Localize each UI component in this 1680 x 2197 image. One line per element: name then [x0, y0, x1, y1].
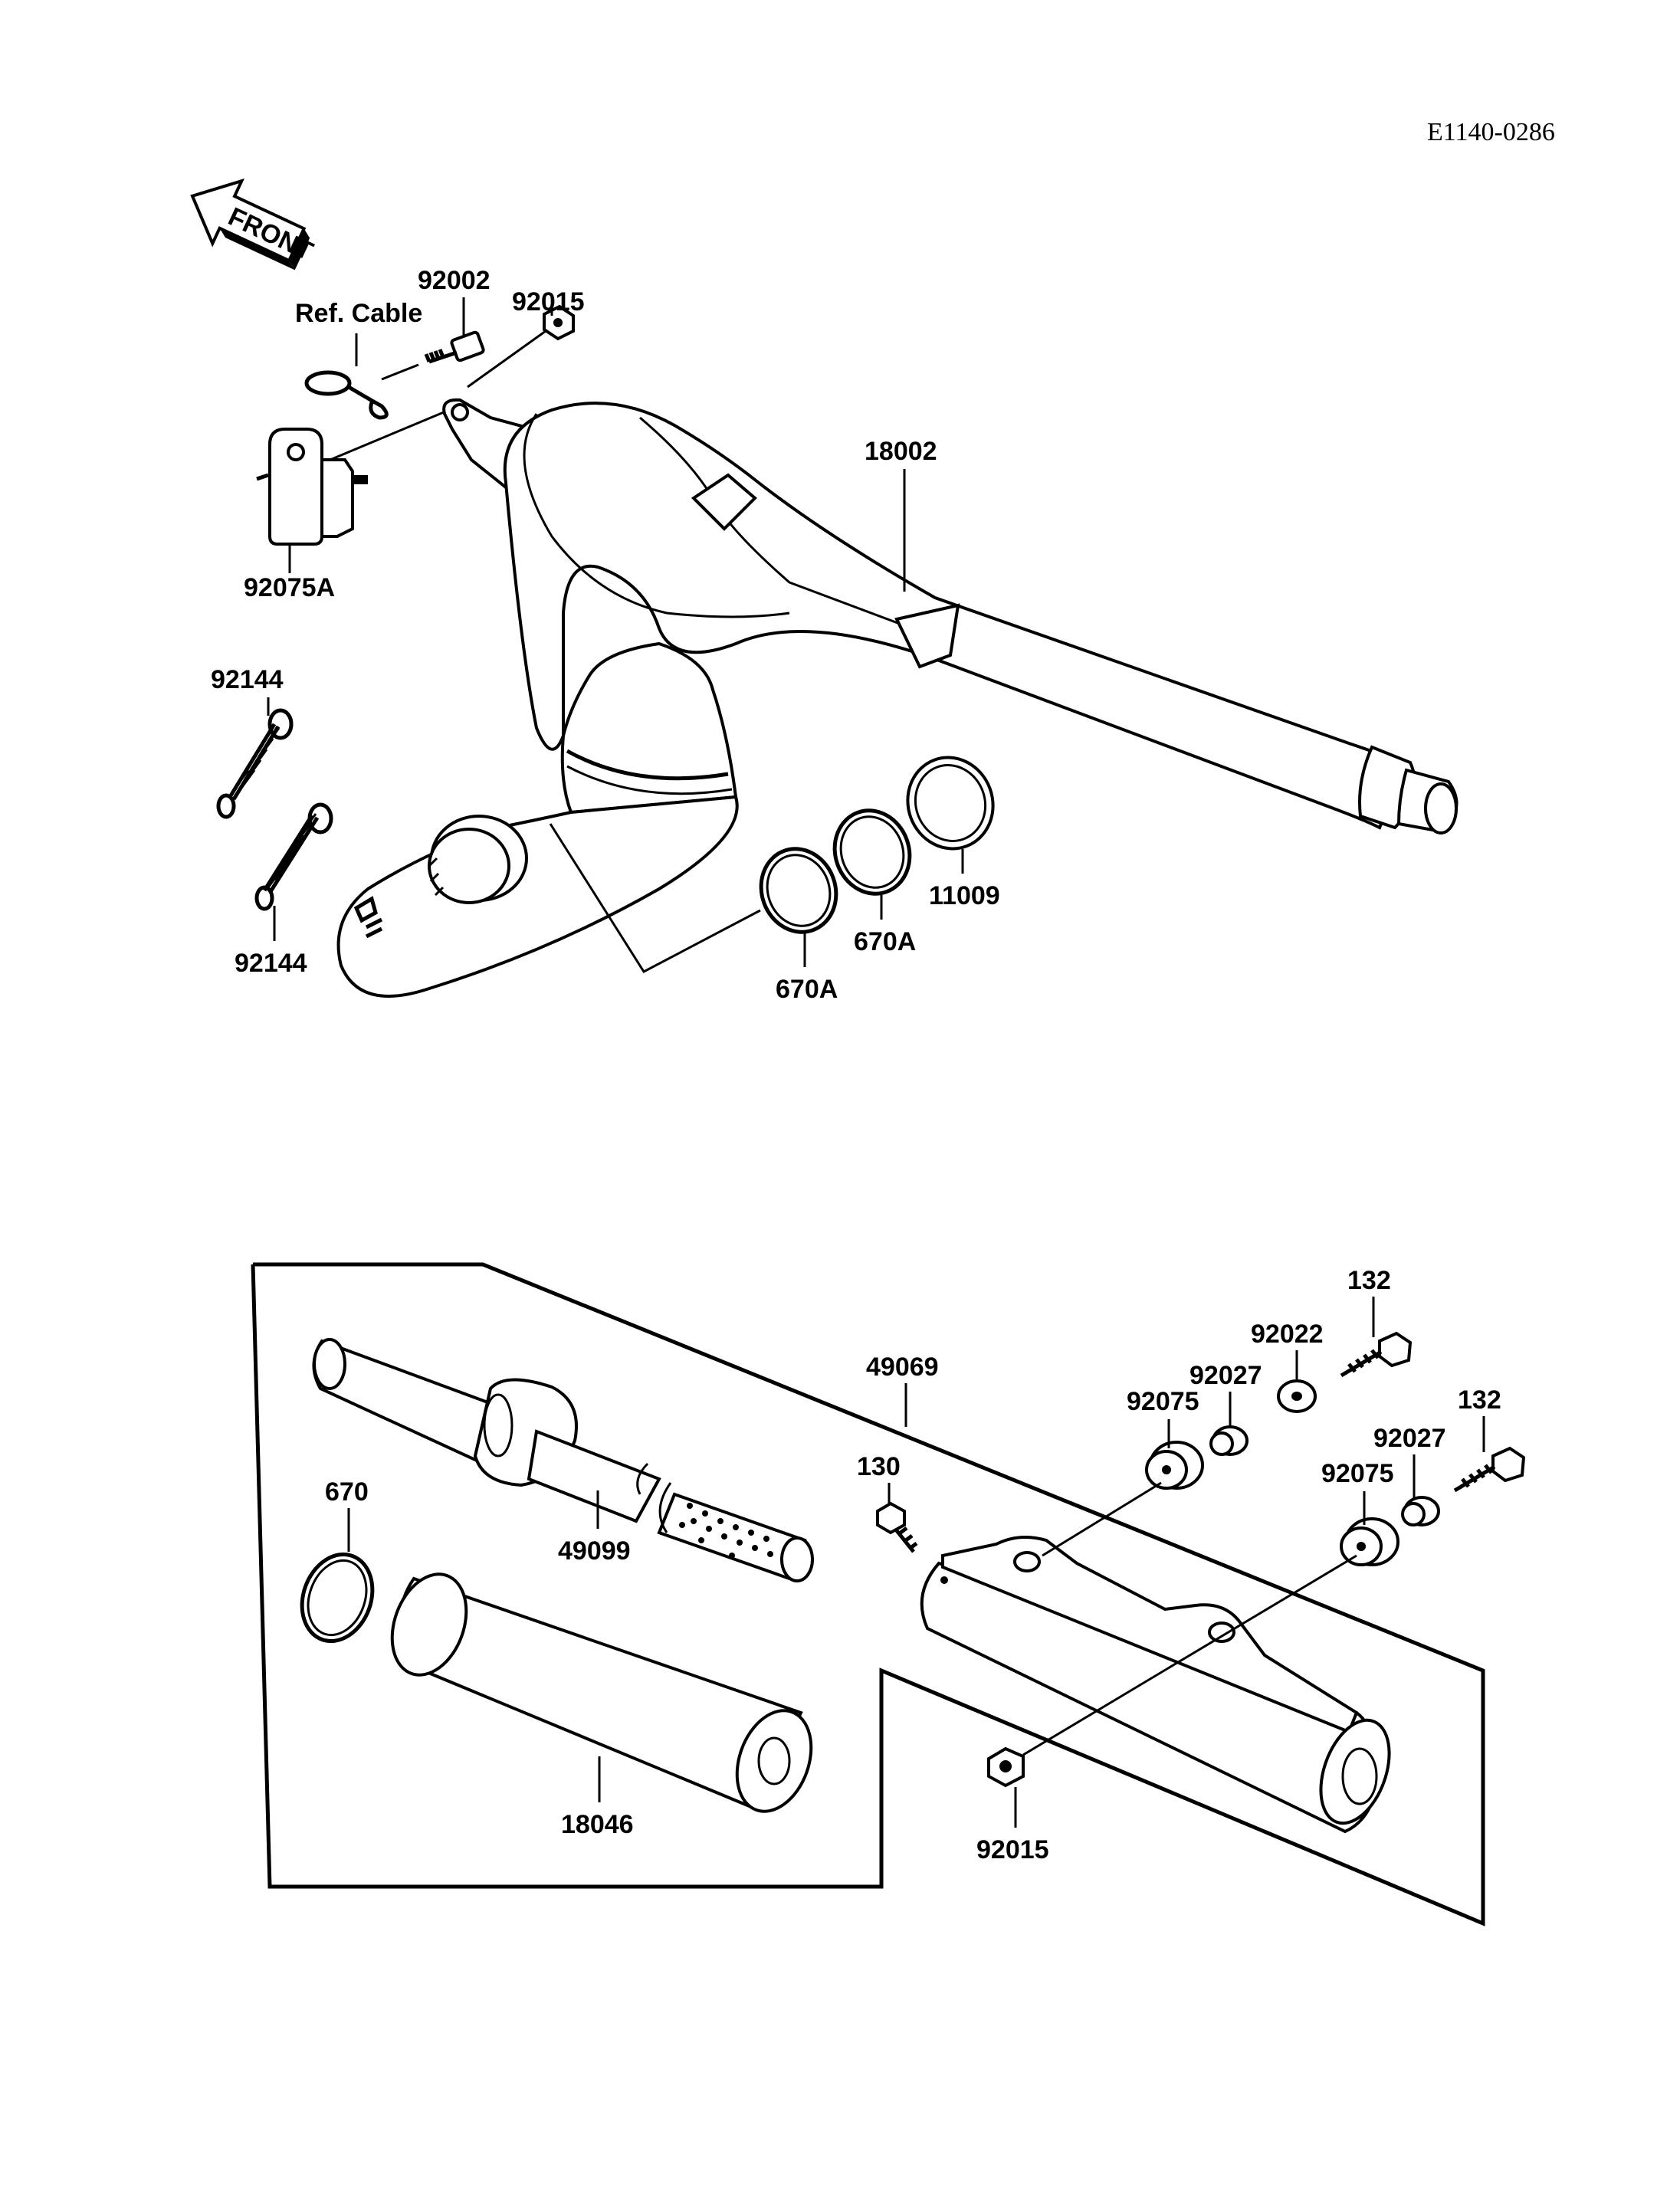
grommet-92075-a-part: [1145, 1441, 1204, 1490]
packing-18046-part: [390, 1572, 813, 1813]
part-label-130: 130: [857, 1452, 901, 1481]
part-label-92002: 92002: [418, 266, 491, 295]
part-label-670A-a: 670A: [776, 975, 838, 1004]
front-arrow-icon: FRONT: [190, 178, 317, 271]
diagram-code: E1140-0286: [1427, 118, 1555, 146]
nut-92015-bottom-part: [987, 1746, 1025, 1788]
part-label-92075-a: 92075: [1127, 1387, 1199, 1416]
washer-92022-part: [1277, 1379, 1317, 1413]
part-label-92144-b: 92144: [235, 949, 307, 978]
part-label-670: 670: [325, 1477, 369, 1507]
silencer-49069-part: [920, 1536, 1391, 1834]
bracket-92075A-part: [256, 428, 368, 546]
cable-clamp-part: [304, 370, 389, 420]
part-label-92015-top: 92015: [512, 287, 585, 316]
ref-cable-label: Ref. Cable: [295, 299, 422, 328]
o-ring-670A-b-part: [832, 808, 912, 896]
expansion-chamber-18002-part: [336, 398, 1459, 998]
part-label-92075-b: 92075: [1321, 1459, 1394, 1488]
part-label-92015-bottom: 92015: [976, 1835, 1049, 1864]
part-label-49099: 49099: [558, 1536, 631, 1566]
part-label-92027-b: 92027: [1373, 1424, 1446, 1453]
spring-92144-b-part: [254, 802, 333, 911]
part-label-92075A: 92075A: [244, 573, 335, 602]
part-label-11009: 11009: [929, 881, 1000, 910]
part-label-670A-b: 670A: [854, 927, 916, 956]
bolt-132-a-part: [1340, 1331, 1413, 1378]
bolt-132-b-part: [1453, 1446, 1526, 1493]
bolt-92002-part: [424, 330, 485, 364]
part-label-92022: 92022: [1251, 1320, 1324, 1349]
gasket-11009-part: [906, 756, 995, 851]
silencer-assembly-outline: [251, 1262, 1485, 1926]
grommet-92075-b-part: [1340, 1517, 1399, 1566]
o-ring-670-part: [300, 1552, 375, 1644]
part-label-18002: 18002: [865, 437, 937, 466]
part-label-92144-a: 92144: [211, 665, 284, 694]
tailpipe-49099-part: [312, 1338, 814, 1582]
o-ring-670A-a-part: [759, 847, 838, 934]
collar-92027-a-part: [1209, 1425, 1249, 1456]
spring-92144-a-part: [216, 708, 294, 819]
bolt-130-part: [876, 1501, 918, 1553]
collar-92027-b-part: [1401, 1496, 1440, 1526]
part-label-18046: 18046: [561, 1810, 634, 1839]
part-label-132-a: 132: [1347, 1266, 1391, 1295]
part-label-132-b: 132: [1458, 1385, 1501, 1415]
part-label-49069: 49069: [866, 1353, 939, 1382]
part-label-92027-a: 92027: [1189, 1361, 1262, 1390]
